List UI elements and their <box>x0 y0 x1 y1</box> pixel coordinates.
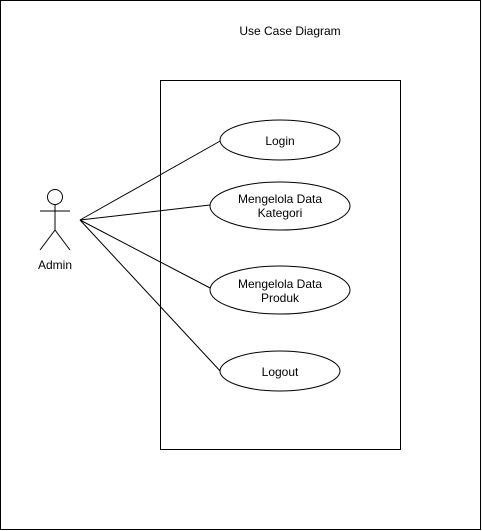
use-case-logout: Logout <box>219 350 341 392</box>
use-case-ellipse <box>219 350 341 392</box>
actor-label: Admin <box>38 258 72 272</box>
use-case-ellipse <box>219 119 341 161</box>
use-case-ellipse <box>209 265 351 315</box>
use-case-label-line-2: Produk <box>261 291 300 305</box>
use-case-label: Logout <box>262 365 299 379</box>
association-line-login <box>79 139 223 221</box>
use-case-label-line-1: Mengelola Data <box>238 192 322 206</box>
actor-admin <box>39 189 71 251</box>
actor-head <box>47 189 63 205</box>
diagram-title: Use Case Diagram <box>239 24 340 38</box>
association-line-produk <box>79 219 213 290</box>
use-case-label-line-2: Kategori <box>258 206 303 220</box>
use-case-label: Login <box>265 134 294 148</box>
use-case-ellipse <box>209 181 351 231</box>
associations <box>79 139 223 374</box>
use-case-mengelola-data-produk: Mengelola Data Produk <box>209 265 351 315</box>
association-line-logout <box>79 219 223 374</box>
association-line-kategori <box>79 204 211 221</box>
system-boundary <box>160 80 401 450</box>
actor-leg-left <box>39 229 56 251</box>
use-case-mengelola-data-kategori: Mengelola Data Kategori <box>209 181 351 231</box>
use-case-login: Login <box>219 119 341 161</box>
actor-leg-right <box>54 229 71 251</box>
use-case-label-line-1: Mengelola Data <box>238 277 322 291</box>
